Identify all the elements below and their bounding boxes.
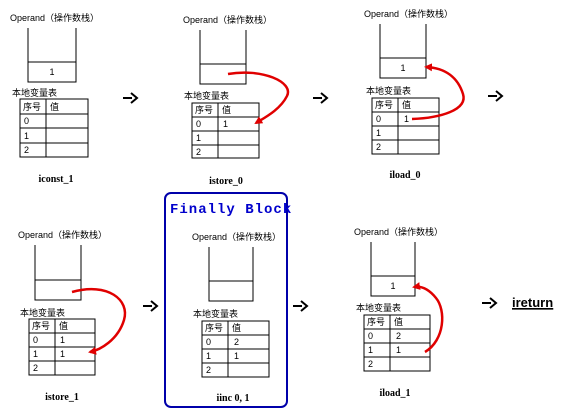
stack-slot	[34, 279, 82, 301]
header-value: 值	[59, 320, 68, 331]
locals-label: 本地变量表	[356, 302, 401, 313]
step-arrow	[482, 297, 498, 309]
stack-slot	[208, 280, 254, 302]
header-value: 值	[402, 99, 411, 110]
header-index: 序号	[367, 316, 385, 327]
instruction-label: istore_1	[45, 392, 79, 403]
locals-table: 序号 值 0 1 1 2	[191, 102, 260, 159]
row-0-value: 1	[223, 119, 228, 129]
transfer-curve	[71, 287, 127, 355]
locals-label: 本地变量表	[184, 90, 229, 101]
panel-iconst-1: Operand（操作数栈） 1 本地变量表 序号 值 0 1 2 iconst_…	[10, 12, 99, 185]
stack-value: 1	[49, 67, 54, 77]
stack-slot	[199, 63, 247, 85]
step-arrow	[123, 92, 139, 104]
row-0-index: 0	[368, 331, 373, 341]
row-1-value: 1	[60, 349, 65, 359]
locals-table: 序号 值 0 1 1 1 2	[28, 318, 96, 376]
operand-label: Operand（操作数栈）	[192, 231, 281, 242]
row-2-index: 2	[33, 363, 38, 373]
row-2-index: 2	[206, 365, 211, 375]
final-step-label: ireturn	[512, 295, 553, 310]
row-0-index: 0	[196, 119, 201, 129]
locals-table: 序号 值 0 1 2	[19, 98, 89, 158]
instruction-label: iinc 0, 1	[216, 393, 249, 404]
row-1-index: 1	[24, 131, 29, 141]
row-1-index: 1	[206, 351, 211, 361]
row-0-value: 2	[396, 331, 401, 341]
header-index: 序号	[32, 320, 50, 331]
operand-label: Operand（操作数栈）	[10, 12, 99, 23]
header-value: 值	[50, 101, 59, 112]
operand-label: Operand（操作数栈）	[364, 8, 453, 19]
row-0-index: 0	[206, 337, 211, 347]
panel-iload-0: Operand（操作数栈） 1 本地变量表 序号 值 0 1 1 2 iload…	[364, 8, 465, 181]
operand-label: Operand（操作数栈）	[18, 229, 107, 240]
row-1-value: 1	[396, 345, 401, 355]
stack-slot	[27, 61, 77, 83]
panel-iinc: Operand（操作数栈） 本地变量表 序号 值 0 2 1 1 2 iinc …	[192, 231, 281, 404]
locals-table: 序号 值 0 1 1 2	[371, 97, 440, 155]
locals-label: 本地变量表	[12, 87, 57, 98]
step-arrow	[143, 300, 159, 312]
header-value: 值	[222, 104, 231, 115]
instruction-label: iload_1	[379, 388, 410, 399]
header-value: 值	[394, 316, 403, 327]
finally-block-title: Finally Block	[170, 202, 292, 218]
locals-table: 序号 值 0 2 1 1 2	[363, 314, 431, 372]
row-0-value: 1	[60, 335, 65, 345]
row-1-index: 1	[376, 128, 381, 138]
instruction-label: istore_0	[209, 176, 243, 187]
header-value: 值	[232, 322, 241, 333]
operand-stack	[199, 30, 247, 85]
transfer-curve	[412, 282, 444, 354]
row-0-index: 0	[33, 335, 38, 345]
panel-iload-1: Operand（操作数栈） 1 本地变量表 序号 值 0 2 1 1 2 ilo…	[354, 226, 444, 399]
locals-label: 本地变量表	[20, 307, 65, 318]
step-arrow	[293, 300, 309, 312]
row-0-value: 2	[234, 337, 239, 347]
transfer-curve	[411, 63, 465, 121]
row-0-index: 0	[376, 114, 381, 124]
header-index: 序号	[23, 101, 41, 112]
step-arrow	[488, 90, 504, 102]
stack-value: 1	[390, 281, 395, 291]
row-2-index: 2	[196, 147, 201, 157]
instruction-label: iconst_1	[39, 174, 74, 185]
locals-label: 本地变量表	[366, 85, 411, 96]
locals-table: 序号 值 0 2 1 1 2	[201, 320, 270, 378]
row-0-index: 0	[24, 116, 29, 126]
row-2-index: 2	[368, 359, 373, 369]
row-1-index: 1	[368, 345, 373, 355]
row-2-index: 2	[24, 145, 29, 155]
step-arrow	[313, 92, 329, 104]
row-1-index: 1	[33, 349, 38, 359]
locals-label: 本地变量表	[193, 308, 238, 319]
transfer-curve	[227, 71, 290, 125]
header-index: 序号	[205, 322, 223, 333]
header-index: 序号	[195, 104, 213, 115]
row-1-index: 1	[196, 133, 201, 143]
operand-stack	[208, 247, 254, 302]
operand-label: Operand（操作数栈）	[183, 14, 272, 25]
instruction-label: iload_0	[389, 170, 420, 181]
operand-label: Operand（操作数栈）	[354, 226, 443, 237]
row-0-value: 1	[404, 114, 409, 124]
panel-istore-1: Operand（操作数栈） 本地变量表 序号 值 0 1 1 1 2 istor…	[18, 229, 127, 403]
header-index: 序号	[375, 99, 393, 110]
panel-istore-0: Operand（操作数栈） 本地变量表 序号 值 0 1 1 2 istore_…	[183, 14, 290, 187]
finally-block-frame	[164, 192, 288, 408]
row-1-value: 1	[234, 351, 239, 361]
row-2-index: 2	[376, 142, 381, 152]
stack-value: 1	[400, 63, 405, 73]
